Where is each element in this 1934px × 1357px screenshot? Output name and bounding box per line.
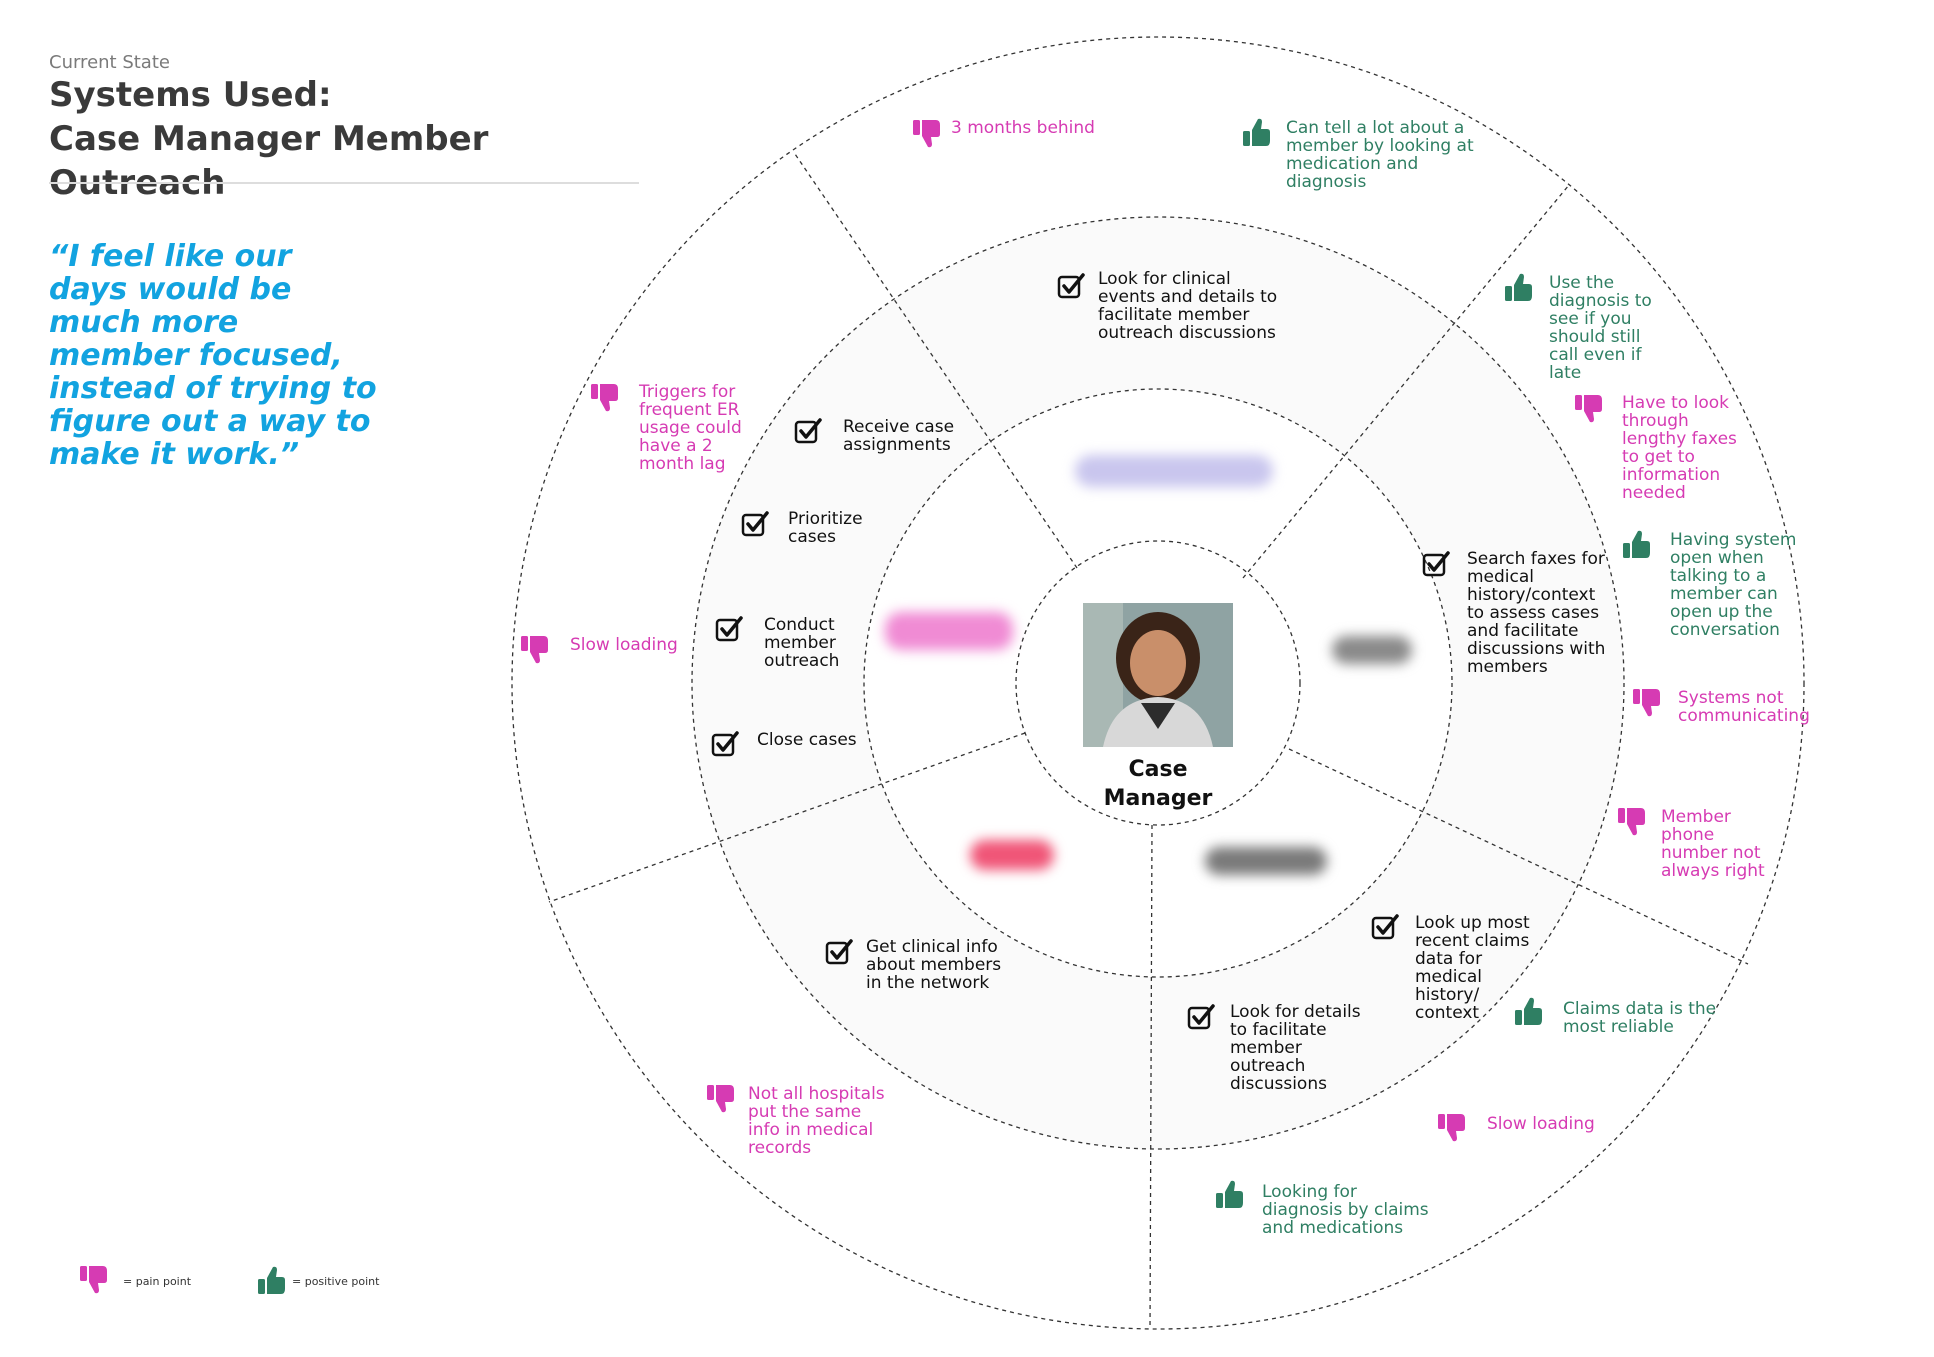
pain-point-note: 3 months behind [951,118,1095,138]
task-label: Get clinical info about members in the n… [866,937,1002,993]
thumbs-down-icon [1575,393,1605,423]
checkmark-icon [1422,550,1452,580]
spokes [548,153,1749,1330]
checkmark-icon [794,417,824,447]
checkmark-icon [1187,1003,1217,1033]
thumbs-down-icon [521,634,551,664]
task-label: Look up most recent claims data for medi… [1415,913,1530,1023]
header-divider [49,182,639,184]
blurred-logo-top [1075,455,1273,487]
thumbs-down-icon [1438,1112,1468,1142]
pain-point-note: Systems not communicating [1678,688,1810,726]
checkmark-icon [711,730,741,760]
legend-thumbs-up-icon [258,1266,288,1296]
spoke [1242,184,1570,579]
pain-point-note: Member phone number not always right [1661,807,1765,881]
thumbs-up-icon [1623,530,1653,560]
page-title-line-1: Systems Used: [49,75,332,115]
task-label: Search faxes for medical history/context… [1467,549,1606,677]
blurred-logo-bottom-left [970,840,1054,870]
positive-point-note: Having system open when talking to a mem… [1670,530,1797,640]
task-label: Prioritize cases [788,509,863,547]
positive-point-note: Claims data is the most reliable [1563,999,1717,1037]
center-label: Case Manager [1103,757,1213,811]
thumbs-up-icon [1505,273,1535,303]
blurred-logo-right [1332,636,1412,664]
task-label: Look for clinical events and details to … [1098,269,1278,343]
checkmark-icon [715,615,745,645]
pain-point-note: Slow loading [570,635,678,655]
blurred-logo-left [885,612,1013,650]
pain-point-note: Slow loading [1487,1114,1595,1134]
thumbs-down-icon [913,118,943,148]
thumbs-down-icon [1618,806,1648,836]
blurred-logo-bottom-right [1205,847,1327,875]
user-quote: “I feel like our days would be much more… [49,239,377,472]
thumbs-down-icon [1633,687,1663,717]
checkmark-icon [1371,913,1401,943]
thumbs-down-icon [591,382,621,412]
legend-pain-label: = pain point [123,1275,192,1288]
checkmark-icon [825,938,855,968]
thumbs-up-icon [1216,1180,1246,1210]
pain-point-note: Have to look through lengthy faxes to ge… [1622,393,1737,503]
case-manager-photo [1083,603,1233,747]
pain-point-note: Not all hospitals put the same info in m… [748,1084,885,1158]
eyebrow: Current State [49,52,170,73]
task-label: Receive case assignments [843,417,955,455]
positive-point-note: Can tell a lot about a member by looking… [1286,118,1474,192]
checkmark-icon [741,510,771,540]
task-label: Close cases [757,730,857,750]
thumbs-down-icon [707,1083,737,1113]
positive-point-note: Looking for diagnosis by claims and medi… [1262,1182,1429,1238]
thumbs-up-icon [1515,997,1545,1027]
legend-positive-label: = positive point [292,1275,380,1288]
spoke [794,153,1078,569]
positive-point-note: Use the diagnosis to see if you should s… [1549,273,1652,383]
legend-thumbs-down-icon [80,1264,110,1294]
task-label: Conduct member outreach [764,615,840,671]
pain-point-note: Triggers for frequent ER usage could hav… [639,382,742,474]
thumbs-up-icon [1243,118,1273,148]
checkmark-icon [1057,272,1087,302]
task-label: Look for details to facilitate member ou… [1230,1002,1361,1094]
